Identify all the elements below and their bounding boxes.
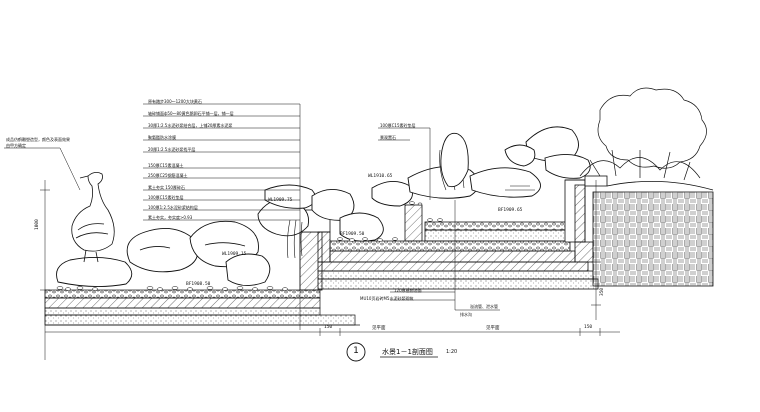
drawing-title: 水景1－1剖面图 [382,348,433,356]
boulders [126,126,591,286]
level-bf-b: BF1909.65 [498,208,523,213]
section-mark-circle [346,342,366,362]
level-wl-b: WL1909.15 [222,252,247,257]
dim-seg-a: 见平面 [372,326,386,331]
dim-seg-d: 150 [584,325,593,330]
layer-note-4: 聚氨酯防水涂膜 [148,135,176,140]
crane-base-rock [56,257,133,288]
level-bf-c: BF1909.50 [340,232,365,237]
layer-note-9: 100厚C15素砼垫层 [148,195,184,200]
right-planter [584,175,714,287]
shrub-tree [579,87,707,181]
layer-note-3: 30厚1:2.5水泥砂浆结合层，上铺20厚素水泥浆 [148,123,233,128]
layer-note-8: 素土夯实 150厚碎石 [148,185,185,190]
leader-lines [4,103,500,330]
level-bf-a: BF1908.50 [186,282,211,287]
brick-note: MU10页岩砖M5水泥砂浆砌筑 [360,296,414,301]
drain-note: 排水沟 [460,312,472,317]
crane-note-line-2: 由甲方确定 [6,143,26,148]
pond-base-layers [44,289,360,326]
crane-note-line-1: 成品仿鹤雕塑造型，颜色及表面效果 [6,137,70,142]
upper-basin [329,179,605,263]
pipe-note: 溢流管、泄水管 [470,304,498,309]
stones-note: 景观置石 [380,135,396,140]
section-number: 1 [353,346,359,356]
layer-note-2: 轴碎铺面ф50～80黄色鹅卵石平铺一层，铺一层 [148,111,234,116]
level-wl-a: WL1909.75 [268,198,293,203]
dimension-lines [40,180,620,360]
drawing-scale: 1:20 [446,349,458,355]
layer-note-10: 100厚1:2.5水泥砂浆结构层 [148,205,198,210]
pump-note: 100厚C15素砼垫层 [380,123,416,128]
dim-right-height: 350 [600,287,605,296]
dim-left-height: 1000 [35,219,40,230]
pebbles [56,201,443,291]
layer-note-11: 素土夯实，夯实度>0.93 [148,215,193,220]
layer-note-1: 原有踏步300～1200大块黄石 [148,99,202,104]
layer-note-7: 250厚C25钢筋混凝土 [148,173,188,178]
layer-note-5: 20厚1:2.5水泥砂浆找平层 [148,147,196,152]
feature-stone [440,132,469,188]
layer-note-6: 150厚C15素混凝土 [148,163,184,168]
dim-seg-c: 见平面 [486,326,500,331]
level-wl-c: WL1910.65 [368,174,393,179]
crane-sculpture [71,172,115,263]
dim-seg-b: 150 [324,325,333,330]
plank-note: 120厚植物池面 [394,288,422,293]
